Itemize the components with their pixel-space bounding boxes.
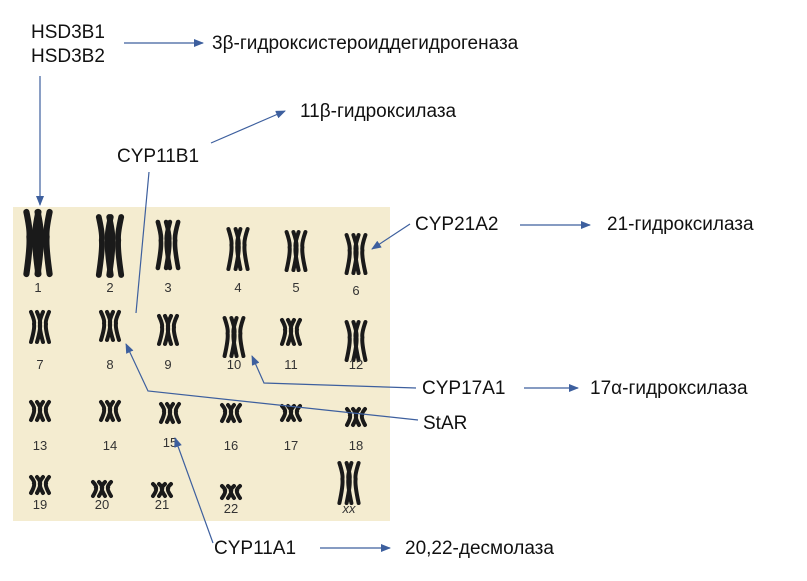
chromosome-pair-17 — [280, 404, 302, 422]
enzyme-label-hsd3b: 3β-гидроксистероиддегидрогеназа — [212, 33, 519, 54]
arrow-star-to-chr8 — [125, 343, 419, 421]
chromosome-pair-1 — [23, 208, 53, 278]
arrow-cyp11a1-to-chr15 — [174, 437, 214, 544]
chromosome-label-5: 5 — [292, 280, 299, 295]
arrow-cyp11b1-to-enzyme — [210, 110, 286, 144]
chromosome-label-7: 7 — [36, 357, 43, 372]
enzyme-label-cyp17a1: 17α-гидроксилаза — [590, 378, 748, 399]
chromosome-pair-22 — [220, 484, 242, 500]
gene-label-hsd3b2: HSD3B2 — [31, 46, 105, 67]
chromosome-label-16: 16 — [224, 438, 238, 453]
chromosome-pair-xx — [337, 461, 361, 505]
arrow-cyp21a2-to-chr6 — [371, 223, 411, 250]
gene-label-hsd3b1: HSD3B1 — [31, 22, 105, 43]
chromosome-pair-4 — [226, 227, 250, 271]
chromosome-pair-2 — [95, 214, 125, 278]
gene-label-cyp11a1: CYP11A1 — [214, 538, 297, 559]
arrow-cyp17a1-to-chr10 — [251, 355, 417, 389]
chromosome-label-11: 11 — [284, 357, 298, 372]
chromosome-label-xx: xx — [342, 501, 357, 516]
chromosome-label-10: 10 — [227, 357, 241, 372]
chromosome-label-18: 18 — [349, 438, 363, 453]
chromosome-pair-10 — [222, 316, 246, 358]
gene-label-cyp11b1: CYP11B1 — [117, 146, 200, 167]
enzyme-label-cyp11a1: 20,22-десмолаза — [405, 538, 554, 559]
chromosome-label-13: 13 — [33, 438, 47, 453]
chromosome-pair-5 — [284, 230, 308, 272]
gene-label-star: StAR — [423, 413, 468, 434]
chromosome-label-15: 15 — [163, 435, 177, 450]
chromosome-label-22: 22 — [224, 501, 238, 516]
chromosome-label-17: 17 — [284, 438, 298, 453]
chromosome-label-20: 20 — [95, 497, 109, 512]
chromosome-label-14: 14 — [103, 438, 117, 453]
chromosome-pair-20 — [91, 480, 113, 498]
chromosome-label-12: 12 — [349, 357, 363, 372]
chromosome-label-1: 1 — [34, 280, 41, 295]
gene-label-cyp21a2: CYP21A2 — [415, 214, 499, 235]
chromosome-pair-16 — [220, 403, 242, 423]
chromosome-label-2: 2 — [106, 280, 113, 295]
chromosome-pair-9 — [157, 314, 179, 346]
chromosome-pair-21 — [151, 482, 173, 498]
chromosome-label-3: 3 — [164, 280, 171, 295]
chromosome-pair-15 — [159, 402, 181, 424]
chromosome-pair-6 — [344, 233, 368, 275]
chromosome-pair-12 — [344, 320, 368, 362]
gene-label-cyp17a1: CYP17A1 — [422, 378, 506, 399]
chromosome-pair-18 — [345, 407, 367, 427]
line-cyp11b1-to-chr8 — [135, 171, 150, 314]
chromosome-pair-3 — [155, 219, 181, 271]
chromosome-label-6: 6 — [352, 283, 359, 298]
chromosome-pair-19 — [29, 475, 51, 495]
chromosome-label-8: 8 — [106, 357, 113, 372]
chromosome-pair-13 — [29, 400, 51, 422]
chromosome-label-19: 19 — [33, 497, 47, 512]
enzyme-label-cyp21a2: 21-гидроксилаза — [607, 214, 754, 235]
enzyme-label-cyp11b1: 11β-гидроксилаза — [300, 101, 457, 122]
chromosome-pair-11 — [280, 318, 302, 346]
chromosome-pair-14 — [99, 400, 121, 422]
chromosome-pair-8 — [99, 310, 121, 342]
chromosome-label-9: 9 — [164, 357, 171, 372]
chromosome-label-4: 4 — [234, 280, 241, 295]
chromosome-label-21: 21 — [155, 497, 169, 512]
chromosome-pair-7 — [29, 310, 51, 344]
